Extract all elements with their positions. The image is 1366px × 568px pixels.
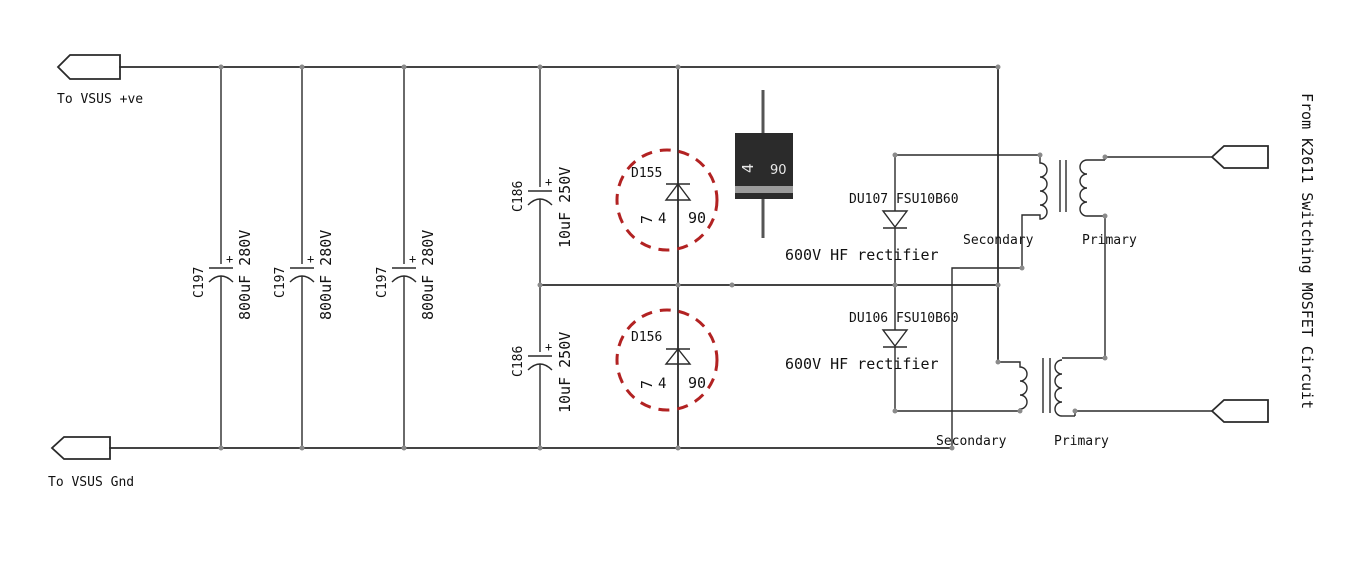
side-title: From K2611 Switching MOSFET Circuit <box>1298 93 1316 409</box>
junction-dot <box>995 282 1001 288</box>
junction-dot <box>1102 154 1108 160</box>
junction-dot <box>401 445 407 451</box>
capacitor-ref: C186 <box>511 346 526 377</box>
junction-dot <box>1019 265 1025 271</box>
primary-winding <box>1054 359 1063 417</box>
port-connector <box>56 54 121 80</box>
junction-dot <box>1037 152 1043 158</box>
junction-dot <box>1017 408 1023 414</box>
junction-dot <box>218 445 224 451</box>
capacitor-ref: C186 <box>511 181 526 212</box>
junction-dot <box>892 282 898 288</box>
rectifier-ref: DU107 FSU10B60 <box>849 192 959 207</box>
junction-dots <box>218 64 1108 451</box>
port-connector-right-bottom <box>1210 399 1269 423</box>
diode-d155: D155 7 4 90 <box>615 66 719 286</box>
capacitor-value: 10uF 250V <box>556 332 574 413</box>
capacitor-plus-mark: + <box>226 252 233 266</box>
diode-ref: D155 <box>631 166 662 181</box>
primary-winding <box>1079 159 1088 217</box>
diode-marking: 7 <box>638 215 656 224</box>
transformer-bottom: Secondary Primary <box>936 357 1212 449</box>
diode-d156: D156 7 4 90 <box>615 284 719 449</box>
rectifier-ref: DU106 FSU10B60 <box>849 311 959 326</box>
capacitor-ref: C197 <box>375 267 390 298</box>
port-connector <box>50 436 111 460</box>
port-connector-right-top <box>1210 145 1269 169</box>
diode-marking: 90 <box>688 209 706 227</box>
port-vsus-positive-label: To VSUS +ve <box>57 92 143 107</box>
junction-dot <box>892 152 898 158</box>
junction-dot <box>1102 355 1108 361</box>
junction-dot <box>995 359 1001 365</box>
primary-label: Primary <box>1054 434 1109 449</box>
diode-triangle <box>881 210 909 229</box>
junction-dot <box>675 282 681 288</box>
junction-dot <box>401 64 407 70</box>
capacitor-c186-bottom: + C186 10uF 250V <box>511 285 574 448</box>
junction-dot <box>537 282 543 288</box>
junction-dot <box>299 64 305 70</box>
diode-triangle <box>664 347 692 365</box>
diode-ref: D156 <box>631 330 662 345</box>
secondary-label: Secondary <box>963 233 1034 248</box>
junction-dot <box>1102 213 1108 219</box>
capacitor-value: 10uF 250V <box>556 167 574 248</box>
diode-package-illustration: 4 90 <box>735 90 793 238</box>
port-vsus-positive: To VSUS +ve <box>56 54 143 107</box>
transformer-top: Secondary Primary <box>951 155 1212 448</box>
capacitor-value: 800uF 280V <box>419 230 437 320</box>
primary-label: Primary <box>1082 233 1137 248</box>
diode-marking: 7 <box>638 380 656 389</box>
capacitor-plus-mark: + <box>409 252 416 266</box>
secondary-winding <box>951 155 1048 448</box>
secondary-winding <box>998 361 1028 411</box>
junction-dot <box>1072 408 1078 414</box>
diode-triangle <box>881 329 909 348</box>
rectifier-desc: 600V HF rectifier <box>785 355 939 373</box>
highlight-circle <box>615 308 719 412</box>
diode-triangle <box>664 182 692 201</box>
port-vsus-ground: To VSUS Gnd <box>48 436 134 490</box>
port-vsus-ground-label: To VSUS Gnd <box>48 475 134 490</box>
junction-dot <box>675 64 681 70</box>
capacitor-c186-top: + C186 10uF 250V <box>511 67 574 285</box>
package-marking: 90 <box>770 163 787 178</box>
diode-marking: 4 <box>658 376 666 392</box>
capacitor-ref: C197 <box>192 267 207 298</box>
rectifier-du106: DU106 FSU10B60 600V HF rectifier <box>785 285 1020 412</box>
rails <box>109 66 999 449</box>
junction-dot <box>892 408 898 414</box>
capacitor-plus-mark: + <box>307 252 314 266</box>
package-marking: 4 <box>739 163 757 173</box>
rectifier-desc: 600V HF rectifier <box>785 246 939 264</box>
capacitor-value: 800uF 280V <box>236 230 254 320</box>
junction-dot <box>218 64 224 70</box>
junction-dot <box>729 282 735 288</box>
capacitor-ref: C197 <box>273 267 288 298</box>
diode-marking: 4 <box>658 211 666 227</box>
junction-dot <box>299 445 305 451</box>
rectifier-du107: DU107 FSU10B60 600V HF rectifier <box>785 154 1040 285</box>
capacitor-plus-mark: + <box>545 340 552 354</box>
junction-dot <box>537 64 543 70</box>
secondary-label: Secondary <box>936 434 1007 449</box>
junction-dot <box>995 64 1001 70</box>
junction-dot <box>675 445 681 451</box>
diode-marking: 90 <box>688 374 706 392</box>
capacitor-c197-3: + C197 800uF 280V <box>375 67 437 448</box>
package-band <box>735 186 793 193</box>
capacitor-value: 800uF 280V <box>317 230 335 320</box>
junction-dot <box>537 445 543 451</box>
capacitor-c197-1: + C197 800uF 280V <box>192 67 254 448</box>
highlight-circle <box>615 148 719 252</box>
capacitor-plus-mark: + <box>545 175 552 189</box>
junction-dot <box>949 445 955 451</box>
capacitor-c197-2: + C197 800uF 280V <box>273 67 335 448</box>
